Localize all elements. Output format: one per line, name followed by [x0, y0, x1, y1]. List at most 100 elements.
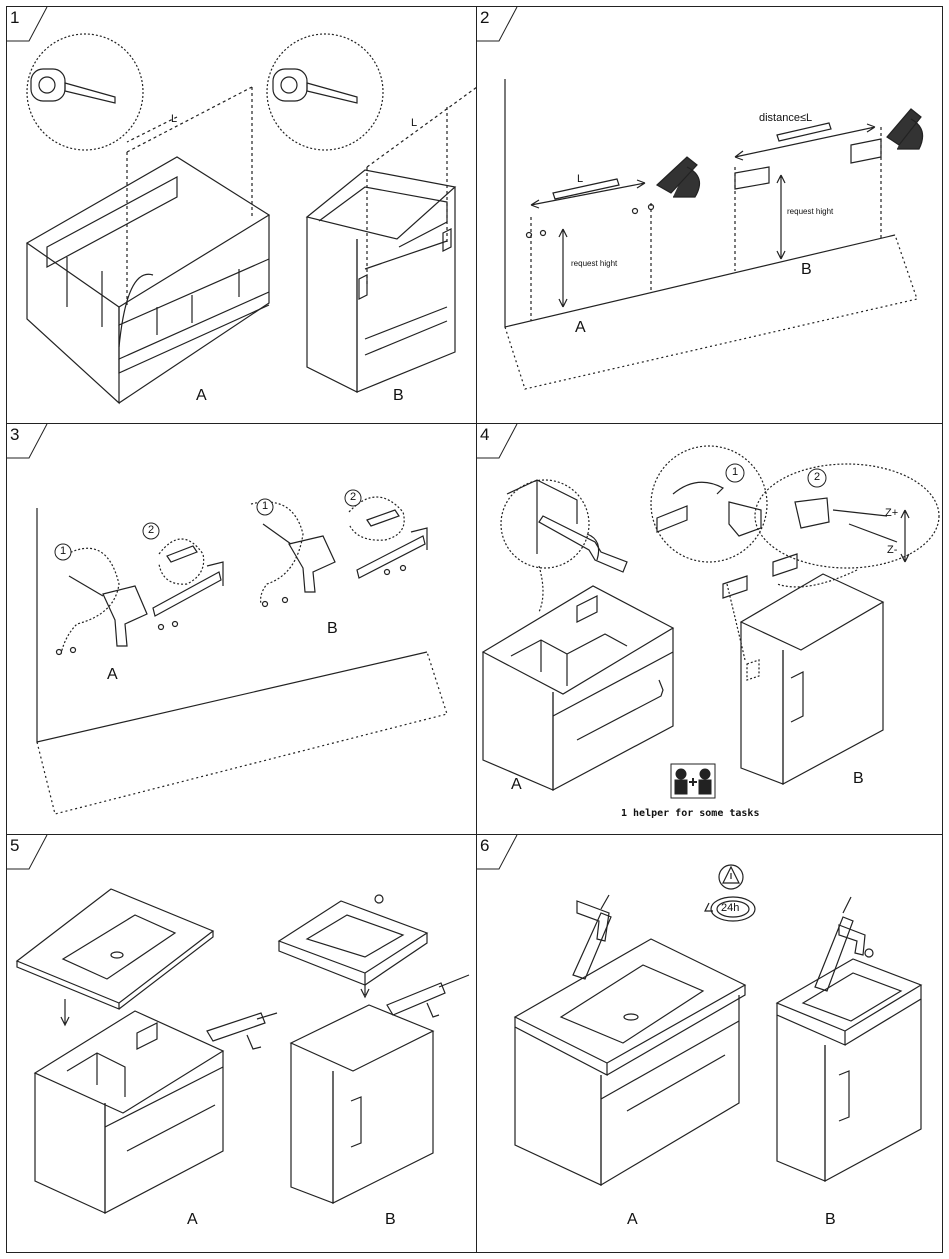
- panel-2-drawing: [477, 7, 944, 425]
- cabinet-a: [35, 1011, 223, 1213]
- cabinet-b: [307, 170, 455, 392]
- rail-b: [357, 528, 427, 578]
- caulk-gun-b: [387, 975, 469, 1017]
- faucet-a: [577, 901, 609, 941]
- panel-4-drawing: [477, 424, 944, 836]
- panel-6: 6: [476, 834, 943, 1253]
- clock-24h-icon: [705, 897, 755, 921]
- floor-outline: [505, 235, 917, 389]
- dimension-label-a: L: [171, 113, 178, 125]
- pen-hand-icon-b: [887, 109, 923, 149]
- cabinet-b: [777, 949, 921, 1181]
- tape-measure-detail-b: [267, 34, 383, 150]
- request-height-a: request hight: [571, 259, 618, 268]
- caulk-gun-b: [815, 897, 853, 991]
- panel-number: 6: [480, 836, 490, 855]
- guides-b: [735, 127, 881, 271]
- dimension-label: L: [577, 173, 584, 185]
- bracket-b-left: [735, 167, 769, 189]
- bracket-detail-1: [651, 446, 767, 562]
- guides-a: [531, 203, 651, 321]
- screwdriver-icon: [539, 516, 627, 572]
- dimension-label-b: L: [411, 117, 418, 129]
- down-arrow-b: [361, 985, 369, 997]
- drill-a: [103, 586, 147, 646]
- cabinet-a: [27, 157, 269, 403]
- caulk-gun-a: [207, 1013, 277, 1049]
- panel-number: 2: [480, 8, 490, 27]
- z-plus-label: Z+: [885, 507, 899, 519]
- basin-top-b: [279, 895, 427, 985]
- panel-3: 3: [6, 423, 477, 835]
- helper-note: 1 helper for some tasks: [621, 808, 760, 819]
- wall-plug-b: [367, 510, 399, 526]
- label-b: B: [801, 261, 812, 278]
- label-a: A: [187, 1211, 198, 1228]
- cabinet-b: [291, 1005, 433, 1203]
- panel-number: 1: [10, 8, 20, 27]
- panel-1: 1: [6, 6, 477, 424]
- panel-2: 2: [476, 6, 943, 424]
- hanging-rail-b: [777, 123, 831, 141]
- panel-6-drawing: [477, 835, 944, 1254]
- label-a: A: [627, 1211, 638, 1228]
- drill-detail-b: [251, 497, 427, 607]
- panel-5: 5: [6, 834, 477, 1253]
- floor-outline: [37, 652, 447, 814]
- panel-4: 4: [476, 423, 943, 835]
- drill-detail-a: [57, 539, 224, 655]
- label-b: B: [327, 620, 338, 637]
- warning-icon: [719, 865, 743, 889]
- down-arrow-a: [61, 999, 69, 1025]
- z-minus-label: Z-: [887, 544, 898, 556]
- cabinet-a: [483, 586, 673, 790]
- label-a: A: [511, 776, 522, 793]
- panel-number: 3: [10, 425, 20, 444]
- label-a: A: [107, 666, 118, 683]
- panel-number-tab: [7, 7, 47, 41]
- label-b: B: [385, 1211, 396, 1228]
- step-marker-1-a: 1: [60, 545, 67, 557]
- request-height-b: request hight: [787, 207, 834, 216]
- panel-number-tab: [477, 835, 517, 869]
- step-markers: [55, 490, 361, 560]
- panel-number: 5: [10, 836, 20, 855]
- panel-number-tab: [7, 424, 47, 458]
- step-marker-1: 1: [732, 466, 739, 478]
- cabinet-b: [741, 574, 883, 784]
- distance-label: distance≤L: [759, 112, 813, 124]
- dimension-arrow-a: [531, 180, 645, 208]
- basin-top-a: [17, 889, 213, 1009]
- wall-line: [37, 508, 427, 742]
- screwdriver-detail: [501, 480, 627, 572]
- drill-b: [289, 536, 335, 592]
- cure-time-label: 24h: [721, 902, 740, 914]
- bracket-icon-1b: [729, 502, 761, 536]
- step-marker-2-a: 2: [148, 524, 155, 536]
- label-b: B: [825, 1211, 836, 1228]
- faucet-b: [839, 925, 865, 955]
- panel-number: 4: [480, 425, 490, 444]
- label-b: B: [393, 387, 404, 404]
- label-b: B: [853, 770, 864, 787]
- dimension-arrow-b: [735, 124, 875, 160]
- panel-number-tab: [477, 424, 517, 458]
- wall-plug-a: [167, 546, 197, 562]
- step-marker-2-b: 2: [350, 491, 357, 503]
- panel-number-tab: [7, 835, 47, 869]
- step-markers: [726, 464, 826, 487]
- hanging-rail-a: [553, 179, 619, 199]
- panel-3-drawing: [7, 424, 478, 836]
- step-marker-2: 2: [814, 471, 821, 483]
- step-marker-1-b: 1: [262, 500, 269, 512]
- pen-hand-icon-a: [657, 157, 700, 197]
- adjuster-bracket: [795, 498, 829, 528]
- caulk-gun-a: [573, 895, 611, 979]
- panel-1-drawing: [7, 7, 478, 425]
- label-a: A: [196, 387, 207, 404]
- cabinet-a: [515, 939, 745, 1185]
- panel-5-drawing: [7, 835, 478, 1254]
- bracket-icon-1a: [657, 506, 687, 532]
- bracket-detail-2: [755, 464, 939, 568]
